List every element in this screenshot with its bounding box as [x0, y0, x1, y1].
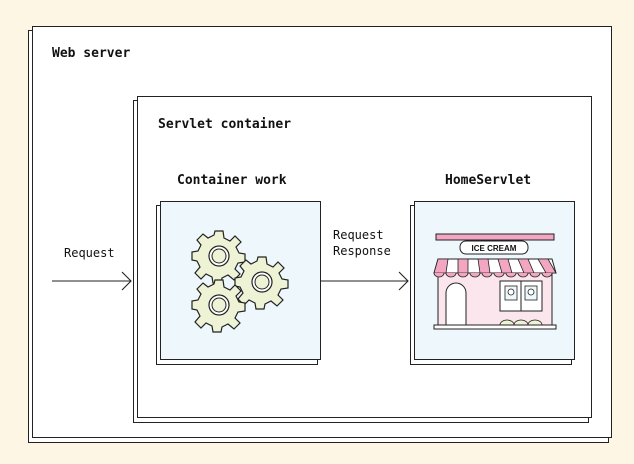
inner-response-label: Response	[333, 244, 391, 258]
container-work-title: Container work	[177, 173, 287, 188]
shop-sign-text: ICE CREAM	[472, 244, 517, 253]
inner-request-label: Request	[333, 228, 384, 242]
incoming-request-label: Request	[64, 246, 115, 260]
servlet-container-title: Servlet container	[158, 117, 292, 132]
home-servlet-title: HomeServlet	[445, 173, 532, 188]
web-server-title: Web server	[52, 46, 131, 61]
ice-cream-shop-icon: ICE CREAM	[433, 233, 557, 330]
